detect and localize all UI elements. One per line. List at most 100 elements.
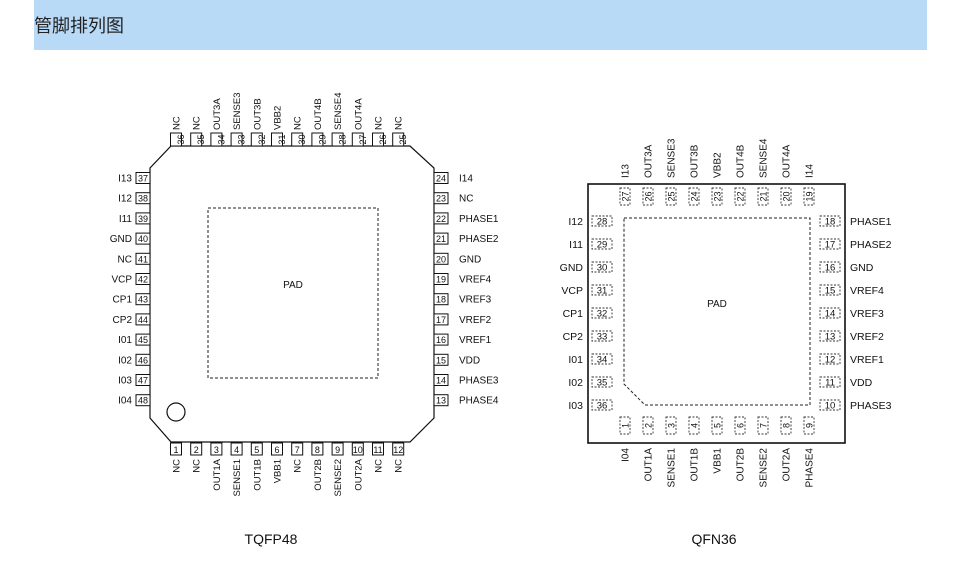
tqfp48-pin-name: PHASE1 (459, 214, 499, 225)
tqfp48-pin-name: OUT4A (353, 98, 364, 130)
qfn36-pin-name: OUT1A (644, 448, 655, 482)
qfn36-pin-33 (591, 330, 613, 342)
tqfp48-pin-number: 31 (277, 134, 287, 144)
tqfp48-pin-name: I01 (118, 335, 132, 346)
qfn36-pin-name: CP1 (563, 308, 584, 320)
qfn36-pin-number: 35 (597, 378, 608, 389)
qfn36-pins: 1I042OUT1A3SENSE14OUT1B5VBB16OUT2B7SENSE… (560, 138, 892, 487)
qfn36-pin-21 (757, 187, 769, 206)
tqfp48-pin-name: VREF3 (459, 295, 492, 306)
qfn36-pin-name: I13 (621, 164, 632, 178)
qfn36-pin-32 (591, 307, 613, 319)
tqfp48-pin-number: 7 (295, 445, 300, 455)
qfn36-pin-number: 2 (644, 423, 654, 428)
qfn36-pin-30 (591, 261, 613, 273)
qfn36-pin-number: 5 (713, 423, 723, 428)
qfn36-pin-number: 30 (597, 263, 608, 274)
tqfp48-pin-name: NC (374, 459, 385, 473)
tqfp48-pin-40 (135, 232, 151, 245)
tqfp48-pin-36 (170, 132, 182, 147)
tqfp48-pin-name: I14 (459, 174, 473, 185)
tqfp48-pin-15 (433, 353, 449, 366)
tqfp48-pin-21 (433, 232, 449, 245)
tqfp48-pin-number: 47 (138, 376, 148, 386)
tqfp48-pin-name: I04 (118, 396, 132, 407)
tqfp48-pin-number: 13 (436, 396, 446, 406)
tqfp48-pin-number: 20 (436, 254, 446, 264)
tqfp48-pin-39 (135, 212, 151, 225)
qfn36-pin-name: VREF2 (850, 331, 884, 343)
tqfp48-pad-label: PAD (283, 280, 303, 291)
qfn36-pin-number: 9 (805, 423, 815, 428)
tqfp48-pin-16 (433, 333, 449, 346)
qfn36-pin-number: 16 (825, 263, 836, 274)
tqfp48-pin-name: NC (293, 116, 304, 130)
qfn36-pin-31 (591, 284, 613, 296)
tqfp48-pin-17 (433, 313, 449, 326)
tqfp48-pin-name: CP2 (113, 315, 133, 326)
tqfp48-pin-33 (230, 132, 243, 147)
tqfp48-pin-name: NC (394, 459, 405, 473)
qfn36-pin-name: GND (560, 262, 584, 274)
qfn36-pin-number: 27 (621, 191, 631, 201)
tqfp48-pin-number: 17 (436, 315, 446, 325)
qfn36-pin-number: 6 (736, 423, 746, 428)
tqfp48-pin-number: 16 (436, 335, 446, 345)
tqfp48-pin-name: I02 (118, 355, 132, 366)
tqfp48-pin-number: 26 (378, 134, 388, 144)
qfn36-pin-number: 19 (805, 191, 815, 201)
qfn36-pin-name: I04 (621, 448, 632, 462)
tqfp48-pin-38 (135, 192, 151, 205)
tqfp48-pin-7 (291, 442, 304, 456)
tqfp48-pin-9 (331, 442, 344, 456)
tqfp48-pin-6 (271, 442, 283, 456)
tqfp48-pins: 1NC2NC3OUT1A4SENSE15OUT1B6VBB17NC8OUT2B9… (110, 93, 499, 497)
tqfp48-pin-number: 8 (315, 445, 320, 455)
qfn36-pin-name: VBB1 (713, 448, 724, 474)
tqfp48-pin-number: 44 (138, 315, 148, 325)
qfn36-pin-7 (757, 416, 769, 435)
tqfp48-pin-45 (135, 333, 151, 346)
tqfp48-pin-number: 29 (317, 134, 327, 144)
tqfp48-pin-name: NC (172, 459, 183, 473)
qfn36-pin-name: I11 (569, 239, 583, 251)
qfn36-pin-number: 4 (690, 423, 700, 428)
tqfp48-caption: TQFP48 (245, 531, 298, 547)
qfn36-pin-number: 10 (825, 401, 836, 412)
qfn36-pin-28 (591, 215, 613, 227)
qfn36-pin-14 (819, 307, 841, 319)
tqfp48-pin-name: OUT4B (313, 98, 324, 130)
qfn36-pin-number: 23 (713, 191, 723, 201)
tqfp48-pin-37 (135, 172, 151, 184)
tqfp48-pin-number: 43 (138, 295, 148, 305)
tqfp48-pin-name: NC (172, 116, 183, 130)
tqfp48-pin-number: 28 (338, 134, 348, 144)
tqfp48-pin-name: PHASE2 (459, 234, 499, 245)
qfn36-pin-number: 8 (782, 423, 792, 428)
tqfp48-pin-name: OUT3A (212, 98, 223, 130)
tqfp48-pin-name: NC (192, 459, 203, 473)
qfn36-pin-9 (803, 416, 815, 435)
qfn36-pin-name: I03 (568, 400, 583, 412)
tqfp48-pin-number: 10 (353, 445, 363, 455)
qfn36-pin-number: 26 (644, 191, 654, 201)
qfn36-pin-name: OUT1B (690, 448, 701, 482)
tqfp48-pin-name: NC (374, 116, 385, 130)
tqfp48-pin-26 (372, 132, 384, 147)
tqfp48-pin-48 (135, 394, 151, 407)
tqfp48-pin-25 (392, 132, 405, 147)
tqfp48-pin-name: PHASE3 (459, 376, 499, 387)
page-title: 管脚排列图 (34, 16, 124, 37)
tqfp48-pin-name: GND (459, 254, 481, 265)
qfn36-pin-name: I12 (568, 216, 583, 228)
tqfp48-pin-number: 40 (138, 234, 148, 244)
tqfp48-pin-number: 24 (436, 174, 446, 184)
tqfp48-pin-name: I03 (118, 376, 132, 387)
tqfp48-pin-number: 30 (297, 134, 307, 144)
tqfp48-pin-number: 1 (173, 445, 178, 455)
qfn36-pin-name: SENSE3 (667, 138, 678, 178)
tqfp48-pin-41 (135, 252, 151, 265)
tqfp48-pin-number: 39 (138, 214, 148, 224)
tqfp48-pin-44 (135, 313, 151, 326)
